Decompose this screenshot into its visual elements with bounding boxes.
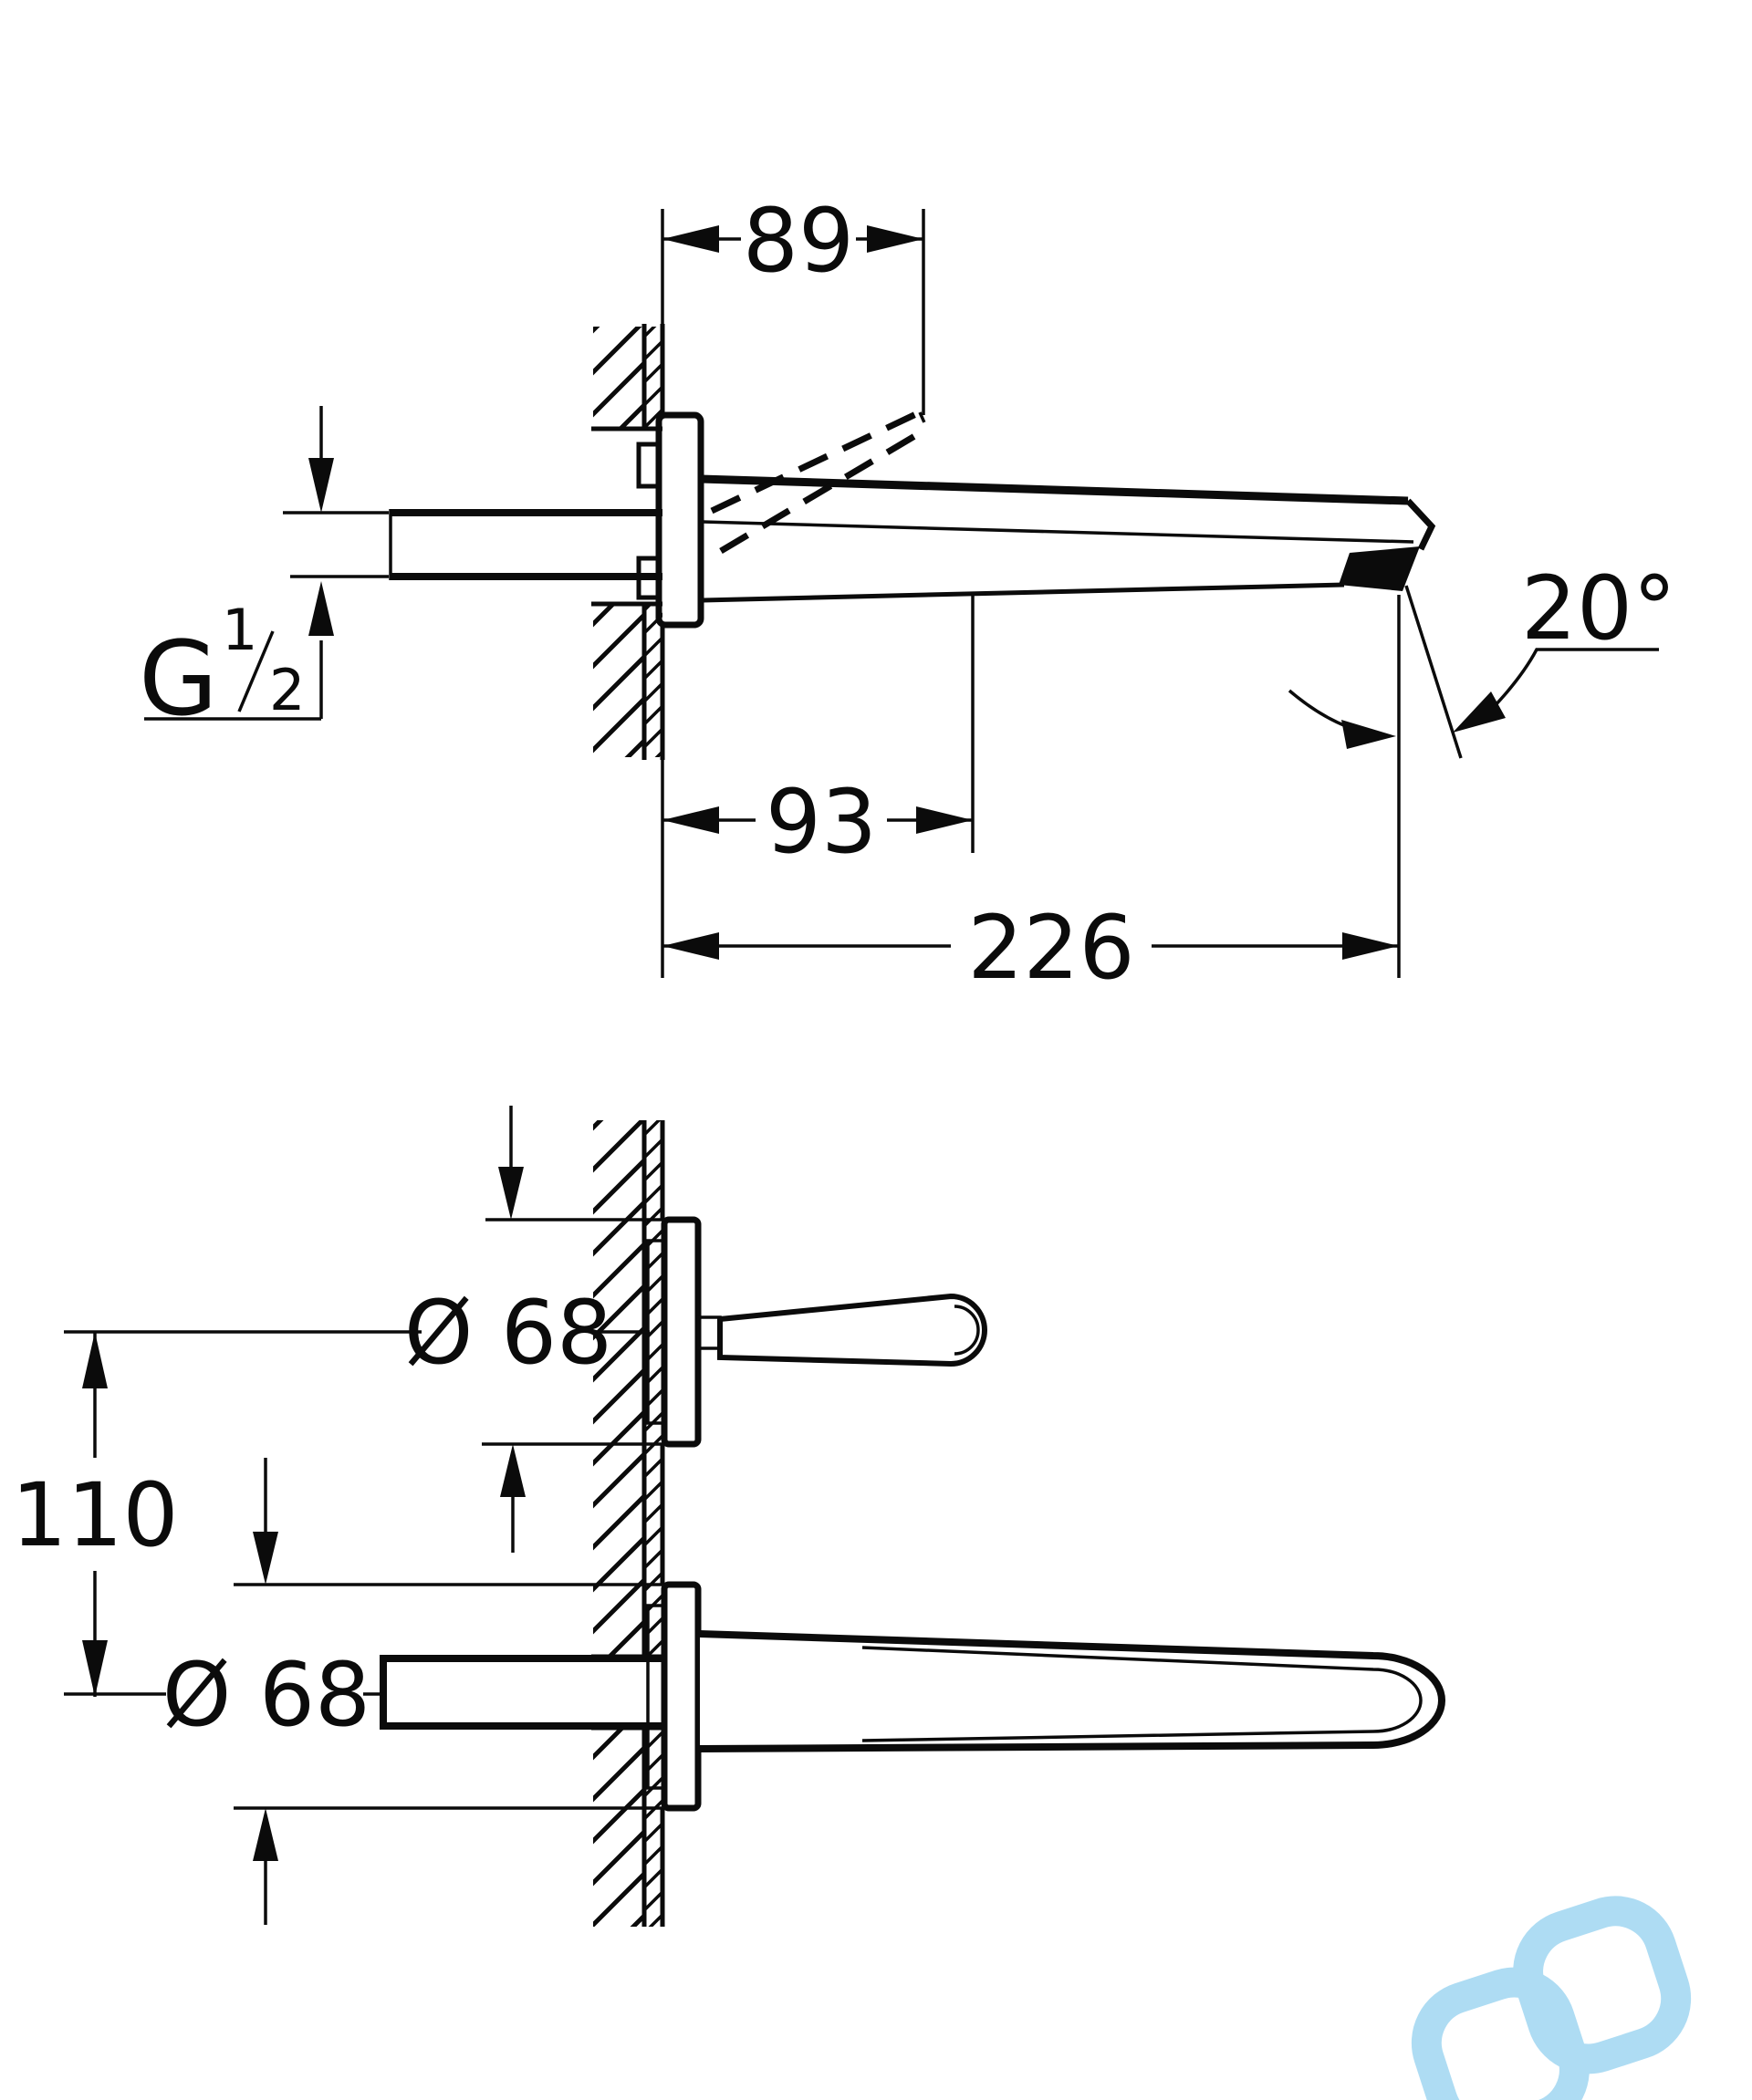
angle-leader-arrowhead	[1453, 691, 1506, 733]
thread-fraction-slash	[237, 630, 275, 712]
spout-side	[700, 474, 1436, 603]
spout-top-edge	[700, 474, 1409, 505]
wall-finish-band-upper	[644, 327, 662, 429]
angle-leader-line	[1491, 648, 1659, 710]
spout-inner-line-plan	[861, 1646, 1423, 1742]
dim-93-text: 93	[766, 771, 877, 873]
watermark-logo	[1411, 1896, 1692, 2100]
dimension-110: 110	[11, 1332, 179, 1697]
spout-diameter-text: Ø 68	[162, 1644, 370, 1746]
thread-numerator: 1	[222, 597, 257, 663]
wall-hatch-upper	[593, 327, 644, 429]
handle-unit	[646, 1216, 987, 1448]
wall-hatch-lower-plan	[593, 1728, 644, 1927]
extension-lines-plan	[64, 1218, 695, 1810]
dimension-93: 93	[662, 593, 975, 873]
thread-denominator: 2	[269, 657, 305, 723]
handle-hub	[696, 1315, 722, 1350]
pipe-top-arrow	[308, 458, 334, 513]
edge-marker-arrows	[253, 1106, 526, 1925]
handle-lever-tip-detail	[954, 1305, 980, 1356]
dimension-89: 89	[661, 190, 925, 415]
supply-pipe	[144, 406, 662, 721]
dim-110-text: 110	[11, 1464, 178, 1566]
spout-outline-plan	[699, 1630, 1445, 1752]
thread-size-label: G 1 2	[139, 597, 305, 739]
spout-unit-plan	[646, 1581, 1445, 1812]
wall-section-side	[591, 324, 665, 760]
dimension-226: 226	[661, 595, 1401, 999]
wall-hatch-upper-plan	[593, 1120, 644, 1657]
pipe-bottom-arrow	[308, 581, 334, 636]
supply-pipe-plan	[380, 1655, 662, 1730]
spout-raised-dashed	[710, 409, 929, 555]
thread-letter: G	[139, 620, 218, 739]
handle-diameter-text: Ø 68	[404, 1282, 612, 1384]
spout-inner-line	[702, 520, 1414, 544]
plan-view: 110 Ø 68 Ø 68	[11, 1106, 1445, 1927]
escutcheon-side	[636, 411, 704, 629]
handle-lever	[717, 1293, 987, 1367]
spout-tip-chamfer	[1405, 498, 1436, 551]
dim-89-text: 89	[743, 190, 854, 292]
angle-20-text: 20°	[1521, 557, 1676, 660]
angle-reference-line	[1404, 585, 1463, 759]
swivel-angle-annotation: 20°	[1288, 557, 1676, 759]
aerator	[1339, 546, 1420, 591]
swivel-arc-arrowhead	[1341, 720, 1396, 749]
wall-finish-band-lower	[644, 604, 662, 757]
wall-section-plan	[591, 1120, 665, 1927]
side-view: G 1 2	[139, 190, 1676, 999]
spout-underside	[702, 582, 1345, 603]
watermark-right-ring-icon	[1513, 1896, 1692, 2074]
wall-hatch-lower	[593, 604, 644, 757]
dim-226-text: 226	[967, 897, 1134, 999]
